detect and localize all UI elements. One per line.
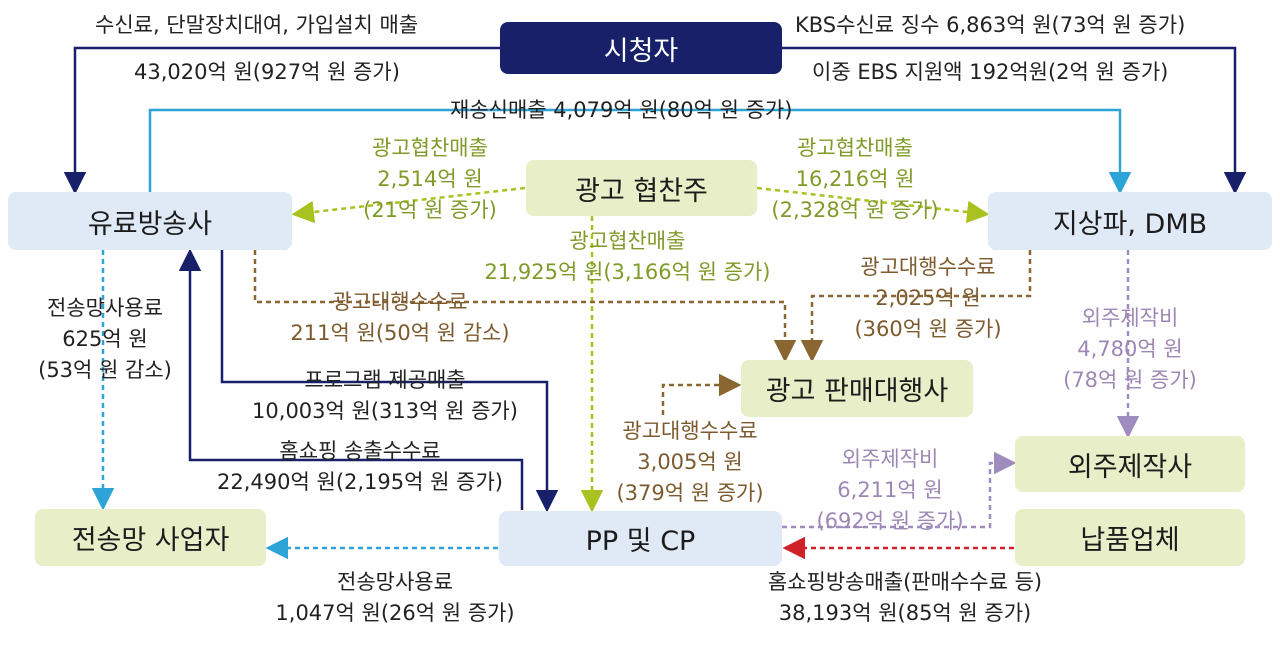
arrow-viewer-to-terrestrial xyxy=(782,46,1247,195)
label-outsourcing-pp-3: (692억 원 증가) xyxy=(816,509,964,533)
label-program-supply-1: 프로그램 제공매출 xyxy=(304,368,466,392)
label-agency-fee-pp-2: 3,005억 원 xyxy=(637,450,743,474)
label-viewer-to-terrestrial-1: KBS수신료 징수 6,863억 원(73억 원 증가) xyxy=(795,13,1186,37)
label-outsourcing-terrestrial: 외주제작비 4,780억 원 (78억 원 증가) xyxy=(1045,303,1215,396)
label-agency-fee-pp-3: (379억 원 증가) xyxy=(616,481,764,505)
label-viewer-to-terrestrial-2: 이중 EBS 지원액 192억원(2억 원 증가) xyxy=(812,60,1169,84)
label-homeshopping-sales-2: 38,193억 원(85억 원 증가) xyxy=(778,601,1032,625)
label-ad-to-terrestrial-2: 16,216억 원 xyxy=(795,167,915,191)
arrow-program-supply xyxy=(220,250,559,513)
label-ad-to-paid-1: 광고협찬매출 xyxy=(372,136,488,160)
label-outsourcing-terrestrial-2: 4,780억 원 xyxy=(1077,337,1183,361)
label-ad-to-terrestrial: 광고협찬매출 16,216억 원 (2,328억 원 증가) xyxy=(755,133,955,226)
label-ad-to-terrestrial-3: (2,328억 원 증가) xyxy=(771,198,939,222)
label-program-supply-2: 10,003억 원(313억 원 증가) xyxy=(252,399,518,423)
arrow-homeshopping-fee xyxy=(178,248,524,510)
label-viewer-to-paid-1: 수신료, 단말장치대여, 가입설치 매출 xyxy=(95,13,419,37)
arrow-outsourcing-pp xyxy=(782,451,1017,529)
label-transmission-pp-1: 전송망사용료 xyxy=(337,570,453,594)
label-viewer-to-paid-2: 43,020억 원(927억 원 증가) xyxy=(134,60,400,84)
label-outsourcing-terrestrial-1: 외주제작비 xyxy=(1081,306,1179,330)
label-agency-fee-terrestrial-2: 2,025억 원 xyxy=(875,286,981,310)
label-homeshopping-fee-2: 22,490억 원(2,195억 원 증가) xyxy=(217,470,503,494)
node-transmission: 전송망 사업자 xyxy=(35,509,266,566)
label-transmission-paid-2: 625억 원 xyxy=(62,327,148,351)
label-agency-fee-pp-1: 광고대행수수료 xyxy=(622,419,758,443)
label-homeshopping-sales-1: 홈쇼핑방송매출(판매수수료 등) xyxy=(767,570,1043,594)
node-terrestrial: 지상파, DMB xyxy=(988,192,1272,250)
label-outsourcing-pp-1: 외주제작비 xyxy=(841,447,939,471)
label-outsourcing-pp: 외주제작비 6,211억 원 (692억 원 증가) xyxy=(800,444,980,537)
label-transmission-paid-1: 전송망사용료 xyxy=(47,296,163,320)
label-homeshopping-sales: 홈쇼핑방송매출(판매수수료 등) 38,193억 원(85억 원 증가) xyxy=(735,567,1075,629)
label-agency-fee-paid-2: 211억 원(50억 원 감소) xyxy=(290,321,510,345)
arrow-viewer-to-paid xyxy=(63,46,500,195)
label-outsourcing-pp-2: 6,211억 원 xyxy=(837,478,943,502)
arrow-agency-fee-pp xyxy=(661,373,742,415)
arrow-agency-fee-paid xyxy=(253,250,797,363)
label-ad-to-terrestrial-1: 광고협찬매출 xyxy=(797,136,913,160)
label-transmission-pp-2: 1,047억 원(26억 원 증가) xyxy=(275,601,515,625)
label-ad-to-paid-2: 2,514억 원 xyxy=(377,167,483,191)
label-ad-to-pp-1: 광고협찬매출 xyxy=(569,229,686,253)
node-supplier: 납품업체 xyxy=(1015,509,1245,566)
label-agency-fee-terrestrial-3: (360억 원 증가) xyxy=(854,317,1002,341)
label-homeshopping-fee-1: 홈쇼핑 송출수수료 xyxy=(279,439,441,463)
node-pp-cp: PP 및 CP xyxy=(499,511,782,566)
node-advertiser: 광고 협찬주 xyxy=(526,160,757,216)
label-ad-to-paid: 광고협찬매출 2,514억 원 (21억 원 증가) xyxy=(340,133,520,226)
label-ad-to-pp-2: 21,925억 원(3,166억 원 증가) xyxy=(484,260,771,284)
arrow-retransmission xyxy=(148,108,1132,195)
node-viewer: 시청자 xyxy=(500,22,782,74)
label-homeshopping-fee: 홈쇼핑 송출수수료 22,490억 원(2,195억 원 증가) xyxy=(190,436,530,498)
node-ad-agency: 광고 판매대행사 xyxy=(741,360,973,417)
label-transmission-paid-3: (53억 원 감소) xyxy=(38,358,172,382)
arrow-agency-fee-terrestrial xyxy=(800,250,1032,363)
label-outsourcing-terrestrial-3: (78억 원 증가) xyxy=(1063,368,1197,392)
label-agency-fee-paid: 광고대행수수료 211억 원(50억 원 감소) xyxy=(265,287,535,349)
arrow-ad-to-paid xyxy=(291,186,526,224)
label-agency-fee-pp: 광고대행수수료 3,005억 원 (379억 원 증가) xyxy=(600,416,780,509)
label-program-supply: 프로그램 제공매출 10,003억 원(313억 원 증가) xyxy=(230,365,540,427)
label-retransmission: 재송신매출 4,079억 원(80억 원 증가) xyxy=(450,98,793,122)
node-paid-broadcaster: 유료방송사 xyxy=(8,192,292,250)
node-outsourcing: 외주제작사 xyxy=(1015,436,1245,492)
label-agency-fee-terrestrial-1: 광고대행수수료 xyxy=(860,255,996,279)
label-ad-to-paid-3: (21억 원 증가) xyxy=(363,198,497,222)
label-transmission-pp: 전송망사용료 1,047억 원(26억 원 증가) xyxy=(250,567,540,629)
label-ad-to-pp: 광고협찬매출 21,925억 원(3,166억 원 증가) xyxy=(460,226,795,288)
label-agency-fee-paid-1: 광고대행수수료 xyxy=(332,290,468,314)
arrow-ad-to-terrestrial xyxy=(756,186,990,224)
label-transmission-paid: 전송망사용료 625억 원 (53억 원 감소) xyxy=(20,293,190,386)
label-agency-fee-terrestrial: 광고대행수수료 2,025억 원 (360억 원 증가) xyxy=(838,252,1018,345)
